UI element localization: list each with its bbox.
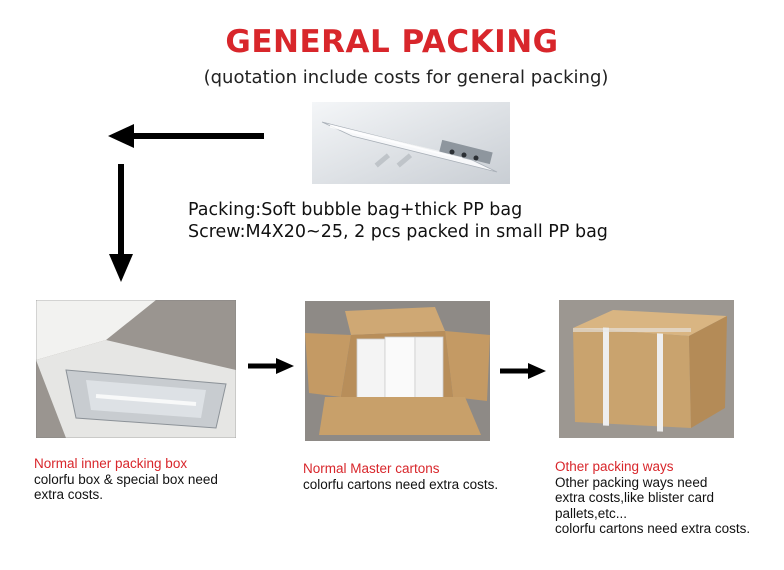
arrow-down-icon (109, 164, 133, 282)
caption-inner-box: Normal inner packing box colorfu box & s… (34, 456, 218, 503)
caption-master-carton: Normal Master cartons colorfu cartons ne… (303, 461, 498, 492)
master-carton-photo (305, 301, 490, 441)
caption-title: Other packing ways (555, 459, 674, 474)
caption-other-ways: Other packing ways Other packing ways ne… (555, 459, 750, 537)
caption-line: colorfu box & special box need (34, 471, 218, 487)
caption-line: extra costs. (34, 487, 104, 502)
page-subtitle: (quotation include costs for general pac… (203, 67, 609, 88)
caption-line: pallets,etc... (555, 505, 628, 521)
arrow-right-icon (500, 363, 546, 379)
page-title: GENERAL PACKING (225, 24, 559, 60)
packing-line: Packing:Soft bubble bag+thick PP bag (188, 200, 523, 220)
caption-line: colorfu cartons need extra costs. (303, 476, 499, 492)
arrow-left-icon (108, 124, 264, 148)
sealed-carton-photo (559, 300, 734, 438)
arrow-right-icon (248, 358, 294, 374)
caption-title: Normal Master cartons (303, 461, 440, 476)
screw-line: Screw:M4X20~25, 2 pcs packed in small PP… (188, 222, 608, 242)
product-photo (312, 102, 510, 184)
caption-line: Other packing ways need (555, 474, 708, 490)
inner-box-photo (36, 300, 236, 438)
packing-description: Packing:Soft bubble bag+thick PP bag Scr… (188, 199, 608, 243)
caption-line: extra costs,like blister card (555, 490, 715, 505)
caption-title: Normal inner packing box (34, 456, 188, 471)
caption-line: colorfu cartons need extra costs. (555, 521, 751, 536)
